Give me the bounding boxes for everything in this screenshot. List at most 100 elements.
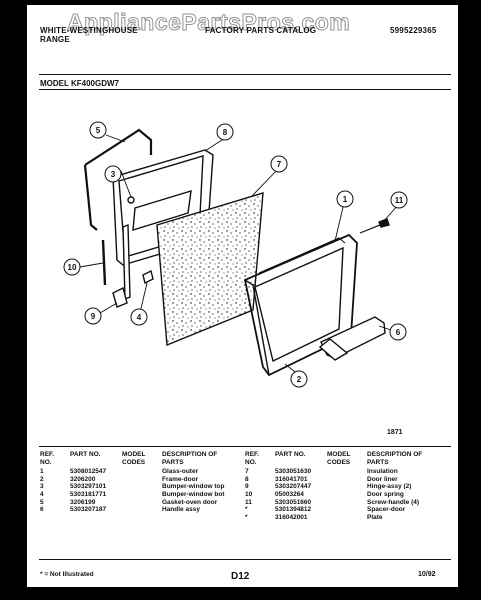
cell-part: 05003264	[275, 490, 304, 498]
parts-table-left: REF. NO. PART NO. MODEL CODES DESCRIPTIO…	[40, 451, 236, 514]
insulation-part	[156, 192, 264, 347]
cell-codes	[122, 476, 162, 484]
table-header-row: REF. NO. PART NO. MODEL CODES DESCRIPTIO…	[40, 451, 236, 468]
table-row: 4 5303181771 Bumper-window bot	[40, 491, 236, 499]
revision-date: 10/92	[418, 571, 436, 578]
cell-desc: Door liner	[367, 475, 398, 483]
diagram-id: 1871	[387, 429, 403, 436]
cell-ref: 11	[245, 498, 252, 506]
cell-part: 316042001	[275, 513, 308, 521]
col-part-header: PART NO.	[70, 451, 101, 458]
col-codes-header: MODEL CODES	[327, 451, 351, 466]
cell-codes	[327, 514, 367, 522]
cell-part: 5303181771	[70, 490, 107, 498]
cell-codes	[327, 499, 367, 507]
callout-4: 4	[130, 308, 148, 326]
cell-ref: 9	[245, 483, 249, 491]
cell-ref: 5	[40, 498, 44, 506]
table-row: 9 5303207447 Hinge-assy (2)	[245, 483, 441, 491]
cell-codes	[327, 468, 367, 476]
svg-text:4: 4	[137, 313, 142, 322]
col-part-header: PART NO.	[275, 451, 306, 458]
parts-table-right: REF. NO. PART NO. MODEL CODES DESCRIPTIO…	[245, 451, 441, 521]
brand-line2: RANGE	[40, 35, 70, 44]
cell-desc: Hinge-assy (2)	[367, 483, 412, 491]
col-ref-header: REF. NO.	[245, 451, 260, 466]
model-number: MODEL KF400GDW7	[40, 79, 119, 88]
cell-part: 3206199	[70, 498, 96, 506]
cell-codes	[327, 483, 367, 491]
footnote: * = Not Illustrated	[40, 571, 94, 578]
cell-desc: Frame-door	[162, 475, 199, 483]
cell-desc: Bumper-window bot	[162, 490, 225, 498]
cell-ref: *	[245, 513, 248, 521]
cell-part: 5303297101	[70, 483, 107, 491]
page-code: D12	[231, 571, 250, 582]
cell-ref: *	[245, 506, 248, 514]
col-desc-header: DESCRIPTION OF PARTS	[162, 451, 218, 466]
table-row: 5 3206199 Gasket-oven door	[40, 499, 236, 507]
glass-outer-part	[258, 237, 346, 274]
cell-codes	[122, 491, 162, 499]
table-row: 3 5303297101 Bumper-window top	[40, 483, 236, 491]
svg-text:1: 1	[343, 195, 348, 204]
cell-part: 5303207447	[275, 483, 312, 491]
cell-desc: Bumper-window top	[162, 483, 225, 491]
callout-2: 2	[290, 370, 308, 388]
gasket-part	[84, 128, 153, 166]
cell-desc: Glass-outer	[162, 468, 199, 476]
catalog-number: 5995229365	[390, 26, 437, 35]
door-spring-part	[101, 239, 107, 286]
svg-text:8: 8	[223, 128, 228, 137]
cell-desc: Spacer-door	[367, 506, 406, 514]
cell-desc: Gasket-oven door	[162, 498, 218, 506]
callout-6: 6	[389, 323, 407, 341]
cell-desc: Door spring	[367, 490, 404, 498]
cell-part: 5303207187	[70, 506, 107, 514]
cell-codes	[327, 506, 367, 514]
svg-text:10: 10	[68, 263, 77, 272]
exploded-door-diagram: 5 3 8 7 1 11 10 9 4 6 2	[63, 121, 408, 388]
cell-part: 5308012547	[70, 468, 107, 476]
table-rule-bottom	[39, 559, 451, 560]
table-rule-top	[39, 446, 451, 447]
catalog-title: FACTORY PARTS CATALOG	[205, 26, 317, 35]
brand-line1: WHITE-WESTINGHOUSE	[40, 26, 138, 35]
svg-text:2: 2	[297, 375, 302, 384]
cell-desc: Handle assy	[162, 506, 200, 514]
svg-text:7: 7	[277, 160, 282, 169]
svg-text:3: 3	[111, 170, 116, 179]
table-header-row: REF. NO. PART NO. MODEL CODES DESCRIPTIO…	[245, 451, 441, 468]
cell-ref: 6	[40, 506, 44, 514]
cell-part: 3206200	[70, 475, 96, 483]
callout-8: 8	[216, 123, 234, 141]
cell-codes	[122, 483, 162, 491]
callout-5: 5	[89, 121, 107, 139]
cell-desc: Screw-handle (4)	[367, 498, 420, 506]
col-codes-header: MODEL CODES	[122, 451, 146, 466]
cell-ref: 8	[245, 475, 249, 483]
cell-codes	[122, 468, 162, 476]
svg-text:11: 11	[395, 196, 404, 205]
svg-text:9: 9	[91, 312, 96, 321]
cell-codes	[122, 499, 162, 507]
model-rule	[39, 89, 451, 90]
header-rule	[39, 74, 451, 75]
col-ref-header: REF. NO.	[40, 451, 55, 466]
cell-part: 5303051630	[275, 468, 312, 476]
cell-ref: 4	[40, 490, 44, 498]
cell-part: 5301394812	[275, 506, 312, 514]
cell-ref: 3	[40, 483, 44, 491]
table-row: * 5301394812 Spacer-door	[245, 506, 441, 514]
bumper-part	[142, 269, 154, 285]
callout-1: 1	[336, 190, 354, 208]
callout-3: 3	[104, 165, 122, 183]
callout-7: 7	[270, 155, 288, 173]
cell-desc: Insulation	[367, 468, 398, 476]
